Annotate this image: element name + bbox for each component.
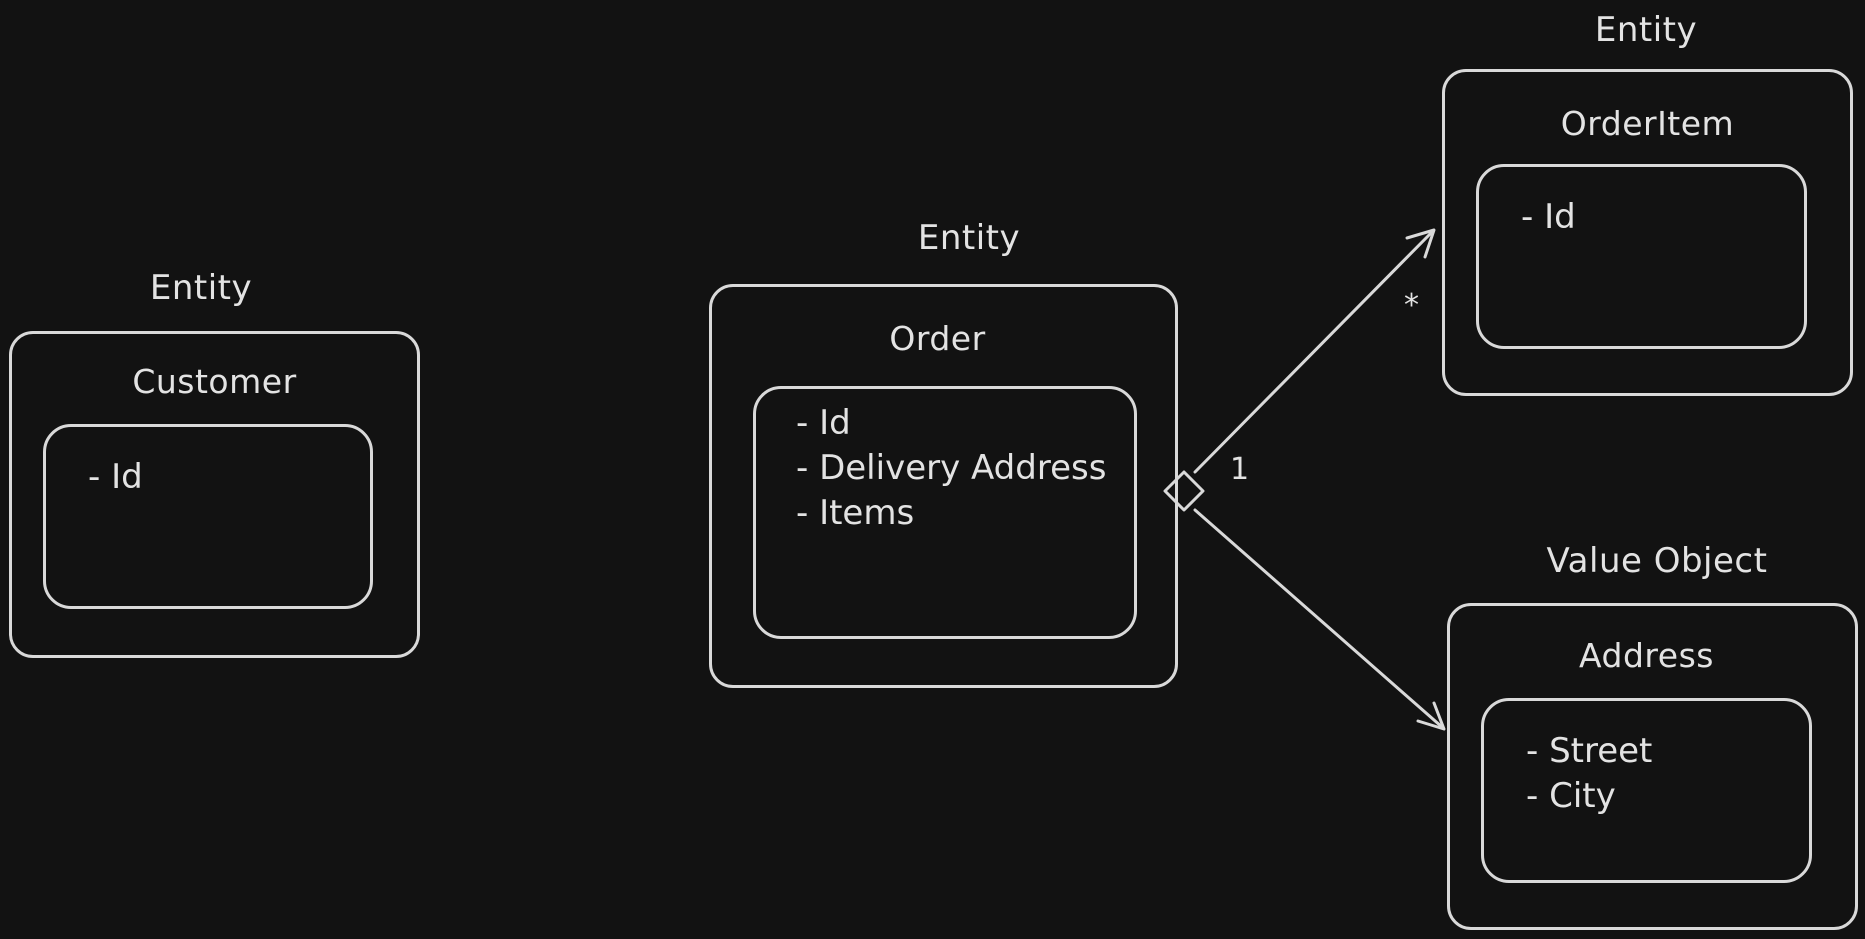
source-multiplicity-label: 1 xyxy=(1230,452,1250,487)
attribute-item: City xyxy=(1526,774,1652,819)
attribute-item: Street xyxy=(1526,729,1652,774)
entity-box[interactable]: Order Id Delivery Address Items xyxy=(709,284,1178,688)
address-arrowhead xyxy=(1416,701,1446,731)
orderitem-arrowhead xyxy=(1405,228,1436,259)
attribute-box: Id xyxy=(1476,164,1807,349)
attribute-item: Items xyxy=(796,491,1106,536)
attribute-list: Id xyxy=(88,455,143,500)
attribute-box: Street City xyxy=(1481,698,1812,883)
stereotype-label: Value Object xyxy=(1546,541,1768,581)
attribute-item: Id xyxy=(1521,195,1576,240)
attribute-item: Id xyxy=(796,401,1106,446)
entity-box[interactable]: OrderItem Id xyxy=(1442,69,1853,396)
order-orderitem-connector xyxy=(1193,230,1434,474)
attribute-box: Id Delivery Address Items xyxy=(753,386,1137,639)
target-multiplicity-label: * xyxy=(1404,288,1419,323)
entity-title: Customer xyxy=(132,362,297,401)
stereotype-label: Entity xyxy=(1594,10,1698,50)
attribute-item: Id xyxy=(88,455,143,500)
entity-title: OrderItem xyxy=(1560,104,1735,143)
entity-box[interactable]: Customer Id xyxy=(9,331,420,658)
attribute-list: Street City xyxy=(1526,729,1652,819)
entity-title: Address xyxy=(1579,636,1714,675)
attribute-box: Id xyxy=(43,424,373,609)
attribute-item: Delivery Address xyxy=(796,446,1106,491)
stereotype-label: Entity xyxy=(149,268,253,308)
order-address-connector xyxy=(1193,508,1444,729)
entity-title: Order xyxy=(889,319,986,358)
attribute-list: Id Delivery Address Items xyxy=(796,401,1106,536)
stereotype-label: Entity xyxy=(917,218,1021,258)
entity-box[interactable]: Address Street City xyxy=(1447,603,1858,930)
attribute-list: Id xyxy=(1521,195,1576,240)
